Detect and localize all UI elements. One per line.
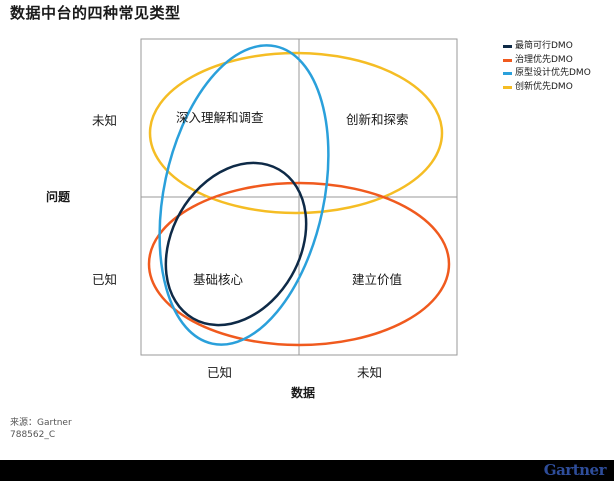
- innovation-first-ellipse: [148, 51, 444, 215]
- legend-item-governance-first: 治理优先DMO: [503, 54, 591, 68]
- legend-label: 治理优先DMO: [515, 54, 573, 65]
- y-axis-title: 问题: [46, 190, 71, 204]
- legend-swatch: [503, 72, 512, 76]
- source-line: 来源：Gartner: [10, 418, 72, 428]
- quadrant-label-top-right: 创新和探索: [346, 112, 409, 127]
- minimum-viable-ellipse: [164, 161, 308, 327]
- x-axis-tick-known: 已知: [207, 365, 233, 380]
- legend-swatch: [503, 85, 512, 89]
- page-title: 数据中台的四种常见类型: [10, 4, 181, 22]
- legend-label: 创新优先DMO: [515, 81, 573, 92]
- document-id: 788562_C: [10, 430, 56, 440]
- quadrant-label-top-left: 深入理解和调查: [176, 110, 264, 125]
- legend-swatch: [503, 45, 512, 49]
- legend-item-innovation-first: 创新优先DMO: [503, 81, 591, 95]
- quadrant-label-bottom-left: 基础核心: [193, 272, 244, 287]
- legend: 最简可行DMO 治理优先DMO 原型设计优先DMO 创新优先DMO: [503, 40, 591, 94]
- quadrant-diagram: [140, 38, 458, 356]
- legend-swatch: [503, 58, 512, 62]
- quadrant-label-bottom-right: 建立价值: [352, 272, 403, 287]
- y-axis-tick-unknown: 未知: [92, 113, 118, 128]
- governance-first-ellipse: [147, 181, 451, 347]
- footer-bar: Gartner: [0, 460, 614, 481]
- x-axis-tick-unknown: 未知: [357, 365, 383, 380]
- legend-label: 原型设计优先DMO: [515, 68, 591, 78]
- legend-item-prototype-first: 原型设计优先DMO: [503, 67, 591, 81]
- y-axis-tick-known: 已知: [92, 272, 118, 287]
- legend-label: 最简可行DMO: [515, 41, 573, 51]
- x-axis-title: 数据: [291, 386, 316, 400]
- prototype-first-ellipse: [158, 44, 330, 346]
- gartner-logo: Gartner: [543, 461, 607, 479]
- legend-item-minimum-viable: 最简可行DMO: [503, 40, 591, 54]
